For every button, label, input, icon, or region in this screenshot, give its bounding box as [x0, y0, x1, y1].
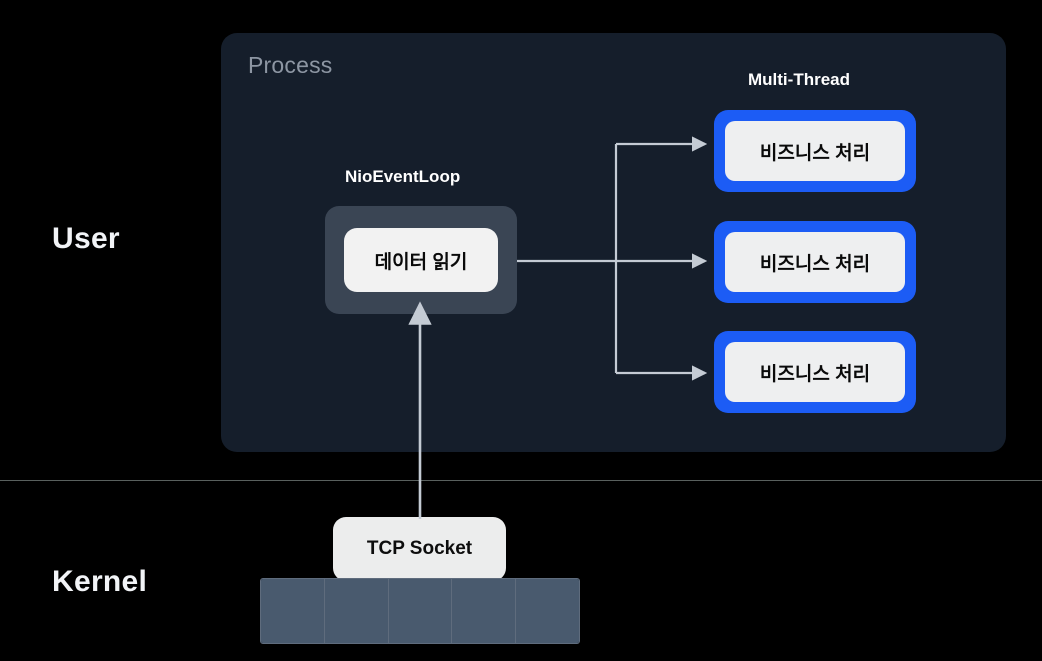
buffer-cell: [324, 579, 389, 643]
data-read-box-label: 데이터 읽기: [374, 251, 468, 273]
process-title: Process: [248, 52, 333, 78]
caption-multi-thread: Multi-Thread: [748, 70, 850, 89]
user-kernel-divider: [0, 480, 1042, 481]
thread-box-2-label: 비즈니스 처리: [759, 253, 871, 275]
buffer-cell: [261, 579, 325, 643]
caption-nioeventloop: NioEventLoop: [345, 167, 461, 186]
thread-box-1-inner: 비즈니스 처리: [725, 121, 905, 181]
buffer-cell: [452, 579, 517, 643]
tcp-socket-box: TCP Socket: [333, 517, 506, 581]
thread-box-2-inner: 비즈니스 처리: [725, 232, 905, 292]
kernel-buffer: [260, 578, 580, 644]
thread-box-1: 비즈니스 처리: [714, 110, 916, 192]
thread-box-2: 비즈니스 처리: [714, 221, 916, 303]
layer-label-user: User: [52, 222, 120, 255]
thread-box-3-inner: 비즈니스 처리: [725, 342, 905, 402]
buffer-cell: [516, 579, 579, 643]
thread-box-3: 비즈니스 처리: [714, 331, 916, 413]
thread-box-3-label: 비즈니스 처리: [759, 363, 871, 385]
data-read-box: 데이터 읽기: [344, 228, 498, 292]
nioeventloop-container: 데이터 읽기: [325, 206, 517, 314]
layer-label-kernel: Kernel: [52, 565, 148, 598]
thread-box-1-label: 비즈니스 처리: [759, 142, 871, 164]
tcp-socket-label: TCP Socket: [366, 538, 473, 559]
buffer-cell: [388, 579, 453, 643]
